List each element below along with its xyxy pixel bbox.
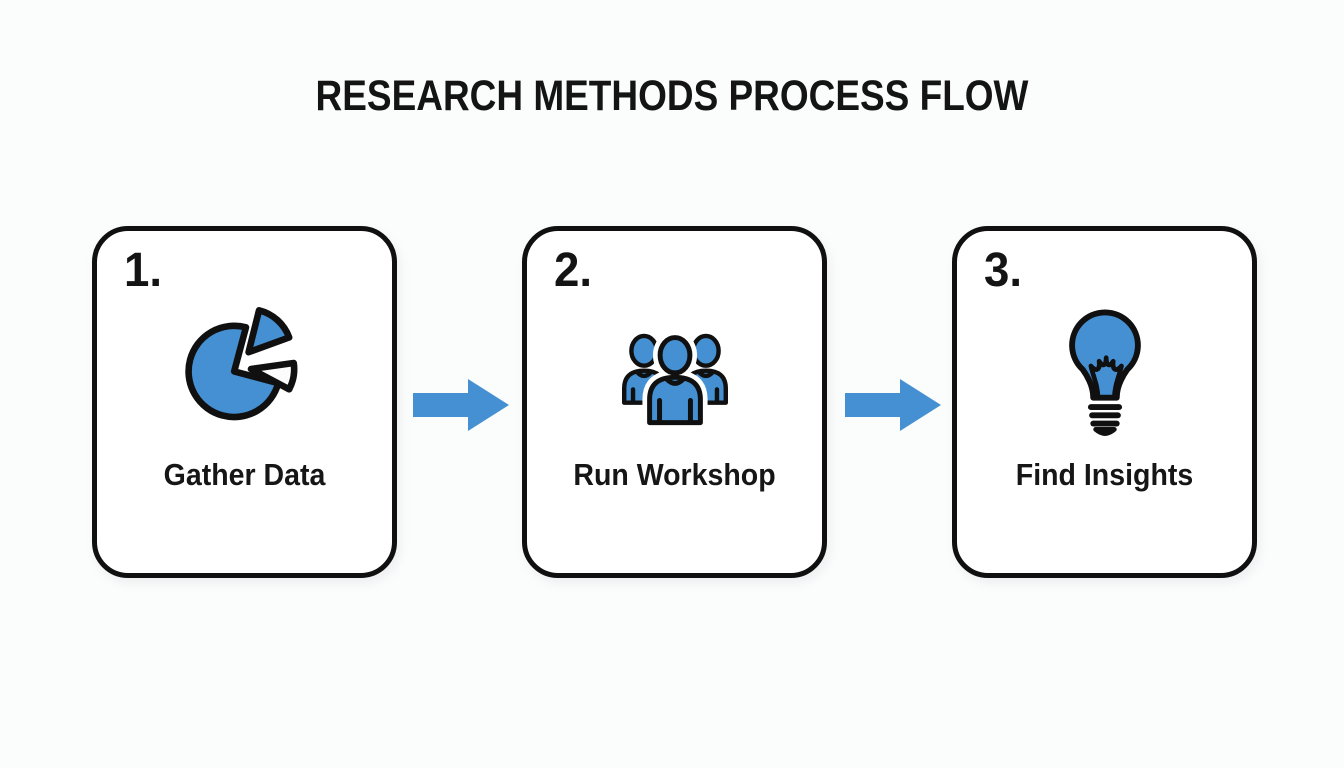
step-card-gather-data: 1. Gather Data	[92, 226, 397, 578]
step-label: Run Workshop	[573, 457, 776, 492]
arrow-right-icon	[413, 378, 510, 432]
step-label: Find Insights	[1015, 457, 1194, 492]
pie-chart-icon	[179, 293, 311, 433]
arrow-right-icon	[845, 378, 942, 432]
step-card-run-workshop: 2.	[522, 226, 827, 578]
lightbulb-icon	[1058, 303, 1152, 443]
people-group-icon	[599, 321, 751, 430]
step-label: Gather Data	[163, 457, 326, 492]
page-title: RESEARCH METHODS PROCESS FLOW	[315, 72, 1029, 120]
step-number: 1.	[124, 244, 163, 297]
step-number: 3.	[984, 244, 1023, 297]
step-number: 2.	[554, 244, 593, 297]
step-card-find-insights: 3. Find Insights	[952, 226, 1257, 578]
